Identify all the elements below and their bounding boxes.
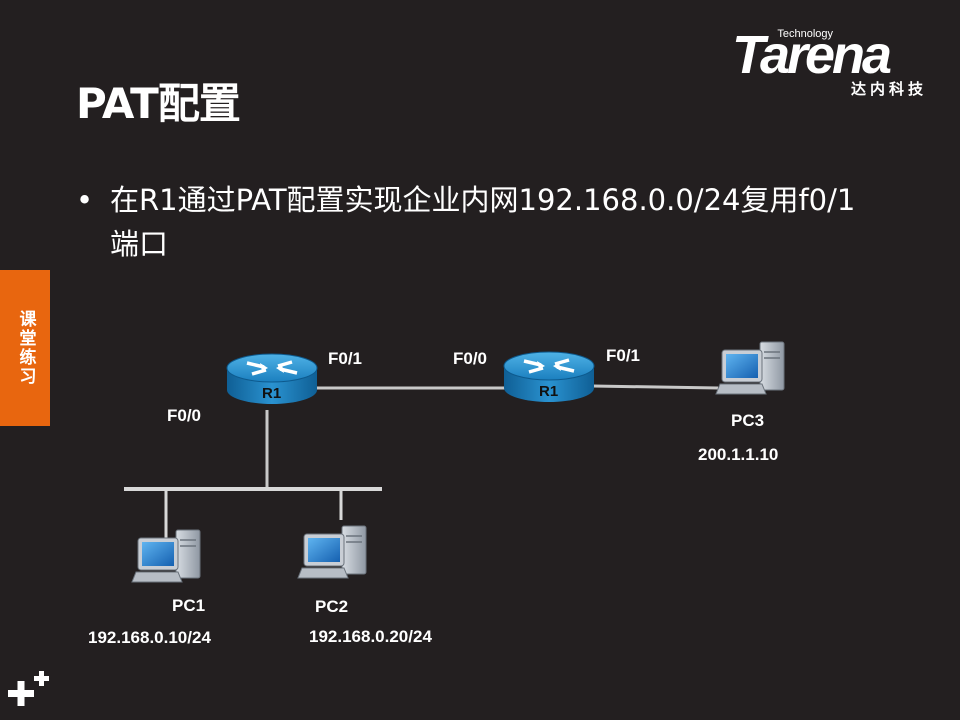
bullet-item: • 在R1通过PAT配置实现企业内网192.168.0.0/24复用f0/1端口 (76, 178, 876, 266)
label-left-f00: F0/0 (167, 406, 201, 425)
slide-title: PAT配置 (76, 79, 241, 128)
pc1-computer-icon (131, 529, 201, 583)
label-right-f01: F0/1 (606, 346, 640, 365)
tarena-logo: Technology Tarena 达内科技 (728, 22, 933, 102)
link-r2-pc3 (592, 384, 719, 390)
label-right-f00: F0/0 (453, 349, 487, 368)
bullet-dot: • (76, 183, 94, 217)
pc3-name: PC3 (731, 411, 764, 430)
pc3-computer-icon (715, 341, 785, 395)
pc2-ip: 192.168.0.20/24 (309, 627, 432, 646)
bullet-text: 在R1通过PAT配置实现企业内网192.168.0.0/24复用f0/1端口 (110, 183, 856, 261)
side-tab-label: 课堂练习 (15, 310, 36, 386)
pc3-ip: 200.1.1.10 (698, 445, 778, 464)
logo-tagline: Technology (777, 28, 833, 40)
router-left-label: R1 (262, 385, 281, 402)
logo-chinese: 达内科技 (850, 80, 927, 98)
logo-wordmark: Tarena (732, 25, 892, 85)
plus-logo-icon (8, 671, 49, 706)
router-right-label: R1 (539, 383, 558, 400)
pc2-name: PC2 (315, 597, 348, 616)
pc1-name: PC1 (172, 596, 205, 615)
pc2-computer-icon (297, 525, 367, 579)
side-tab: 课堂练习 (0, 270, 50, 426)
label-left-f01: F0/1 (328, 349, 362, 368)
pc1-ip: 192.168.0.10/24 (88, 628, 211, 647)
